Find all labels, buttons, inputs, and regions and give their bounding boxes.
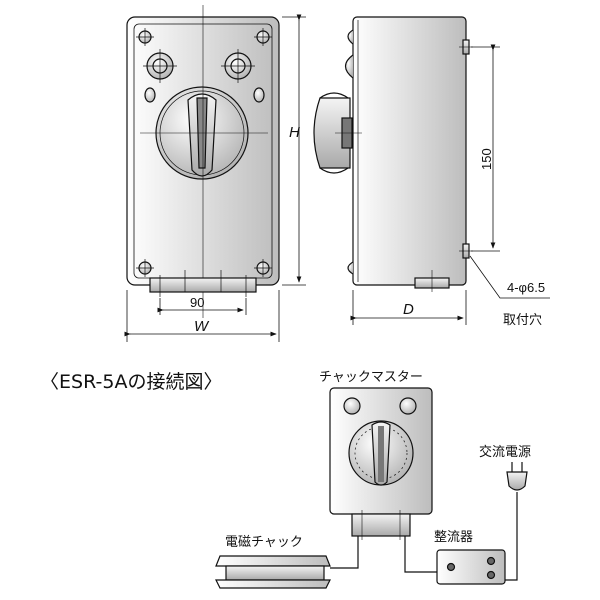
dim-90-label: 90 (190, 295, 204, 310)
bottom-clamp (149, 277, 257, 293)
front-view (124, 5, 306, 342)
dim-w-label: W (194, 318, 210, 335)
side-enclosure (352, 16, 467, 286)
side-knob (313, 97, 351, 169)
ac-source-label: 交流電源 (479, 444, 531, 460)
chuck-master (329, 387, 433, 540)
wiring (330, 536, 437, 573)
rectifier-label: 整流器 (434, 530, 473, 545)
ac-plug (504, 462, 528, 581)
hole-spec-label: 4-φ6.5 (507, 280, 545, 295)
dim-150-label: 150 (479, 148, 494, 170)
side-view (313, 16, 550, 325)
hole-label: 取付穴 (503, 313, 542, 328)
connection-title: 〈ESR-5Aの接続図〉 (40, 371, 222, 393)
magnetic-chuck-label: 電磁チャック (225, 535, 303, 550)
magnetic-chuck (215, 555, 331, 589)
dim-d-label: D (403, 301, 414, 318)
cable-glands (143, 49, 255, 83)
chuck-master-label: チャックマスター (319, 370, 423, 385)
rectifier (436, 549, 506, 585)
dim-h-label: H (289, 124, 300, 141)
